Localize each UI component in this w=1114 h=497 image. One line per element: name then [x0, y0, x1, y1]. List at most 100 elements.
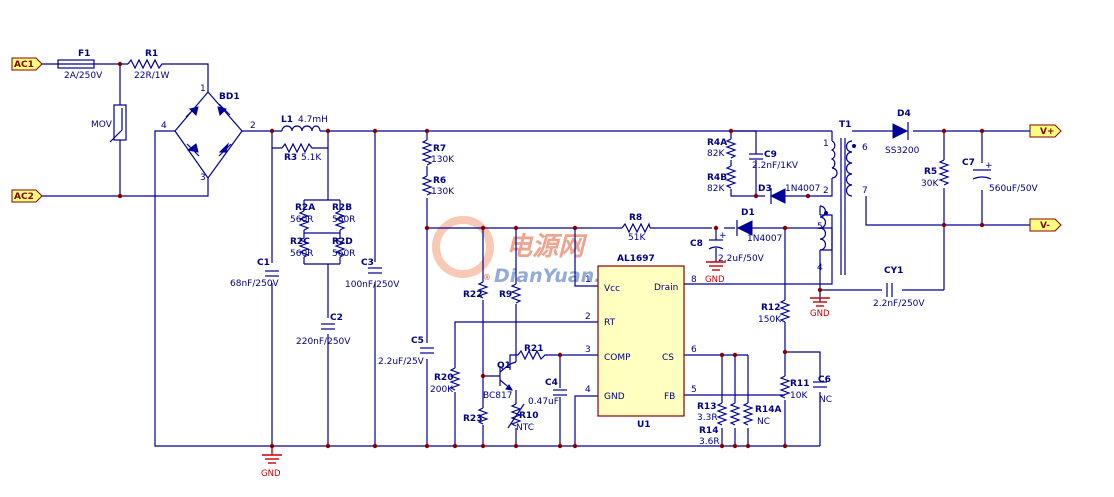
- wire-secondary-neg: [865, 196, 1030, 226]
- svg-text:NC: NC: [819, 395, 832, 405]
- ic-u1: AL1697 U1 Vcc Drain RT COMP CS GND FB 1 …: [585, 254, 697, 430]
- svg-text:2: 2: [585, 312, 591, 322]
- svg-text:1: 1: [823, 139, 829, 149]
- resistor-r3: R3 5.1K: [281, 142, 322, 163]
- svg-text:560R: 560R: [332, 249, 355, 259]
- diode-d1: D1 1N4007: [736, 208, 782, 244]
- svg-text:+: +: [719, 231, 727, 241]
- svg-text:130K: 130K: [431, 155, 455, 165]
- ic-u1-body: [597, 265, 685, 417]
- svg-text:7: 7: [862, 186, 868, 196]
- svg-text:T1: T1: [839, 120, 851, 130]
- svg-text:5: 5: [691, 385, 697, 395]
- watermark-logo-icon: [432, 216, 494, 278]
- wire-cy1: [819, 250, 944, 291]
- svg-text:22R/1W: 22R/1W: [134, 71, 169, 81]
- svg-text:2: 2: [250, 121, 256, 131]
- svg-text:150K: 150K: [758, 315, 782, 325]
- ground-c8-icon: GND: [705, 261, 726, 285]
- svg-text:C5: C5: [411, 336, 424, 346]
- svg-text:82K: 82K: [707, 149, 725, 159]
- svg-text:R2A: R2A: [295, 203, 315, 213]
- svg-text:R2B: R2B: [332, 203, 352, 213]
- svg-text:2.2uF/50V: 2.2uF/50V: [718, 254, 765, 264]
- svg-text:R20: R20: [434, 373, 453, 383]
- svg-text:Q1: Q1: [497, 361, 511, 371]
- capacitor-cy1: CY1 2.2nF/250V: [873, 266, 925, 309]
- svg-text:MOV: MOV: [91, 120, 113, 130]
- resistor-r4a: R4A 82K: [707, 138, 737, 159]
- resistor-r21: R21: [517, 344, 547, 361]
- svg-text:BC817: BC817: [483, 391, 512, 401]
- wire-drain: [684, 228, 833, 285]
- svg-text:D1: D1: [741, 208, 755, 218]
- capacitor-c9: C9 2.2nF/1KV: [749, 150, 799, 171]
- svg-text:1: 1: [585, 275, 591, 285]
- transistor-q1: Q1 BC817: [483, 361, 517, 401]
- svg-text:V+: V+: [1040, 127, 1055, 137]
- junctions: [117, 61, 985, 449]
- fuse-f1: F1 2A/250V: [57, 49, 103, 81]
- svg-text:0.47uF: 0.47uF: [528, 397, 559, 407]
- resistor-r23: R23: [463, 407, 489, 425]
- resistor-r20: R20 200K: [430, 367, 461, 395]
- svg-text:R11: R11: [790, 379, 809, 389]
- svg-text:U1: U1: [637, 420, 651, 430]
- capacitor-c7: + C7 560uF/50V: [962, 158, 1039, 194]
- resistor-r2c: R2C 560R: [290, 237, 313, 259]
- svg-text:1N4007: 1N4007: [785, 184, 820, 194]
- svg-text:BD1: BD1: [219, 92, 240, 102]
- wire-r2-c2: [303, 148, 341, 446]
- port-vpos: V+: [1029, 124, 1062, 138]
- svg-text:Drain: Drain: [654, 283, 678, 293]
- svg-text:560R: 560R: [332, 215, 355, 225]
- svg-text:F1: F1: [78, 49, 90, 59]
- resistor-r14: R14 3.6R: [699, 402, 741, 447]
- svg-text:1: 1: [200, 84, 206, 94]
- svg-text:V-: V-: [1040, 221, 1050, 231]
- wire-gnd-pin4: [574, 395, 598, 446]
- svg-text:130K: 130K: [431, 187, 455, 197]
- resistor-r10: R10 NTC: [507, 403, 538, 433]
- svg-text:R6: R6: [433, 176, 446, 186]
- svg-text:R7: R7: [433, 144, 446, 154]
- resistor-r5: R5 30K: [921, 159, 950, 189]
- svg-text:RT: RT: [604, 318, 616, 328]
- resistor-r14a: R14A NC: [742, 402, 781, 427]
- svg-text:30K: 30K: [921, 179, 939, 189]
- svg-text:200K: 200K: [430, 385, 454, 395]
- svg-text:R14: R14: [699, 426, 718, 436]
- resistor-r4b: R4B 82K: [707, 165, 737, 194]
- svg-text:NC: NC: [757, 417, 770, 427]
- wire-fb: [684, 351, 821, 446]
- ground-main-icon: GND: [261, 446, 282, 479]
- wire-r4-d3: [730, 131, 808, 197]
- resistor-r9: R9: [499, 283, 522, 304]
- svg-text:5.1K: 5.1K: [301, 153, 322, 163]
- wire-cs: [684, 354, 749, 446]
- svg-text:CS: CS: [662, 353, 674, 363]
- resistor-r11: R11 10K: [779, 375, 809, 401]
- svg-text:R4A: R4A: [707, 138, 727, 148]
- capacitor-c5: C5 2.2uF/25V: [378, 336, 434, 367]
- watermark-registered: ®: [483, 273, 491, 282]
- svg-text:3.6R: 3.6R: [699, 437, 720, 447]
- svg-text:4.7mH: 4.7mH: [298, 115, 328, 125]
- svg-text:AL1697: AL1697: [617, 254, 655, 264]
- svg-text:100nF/250V: 100nF/250V: [345, 280, 400, 290]
- svg-text:8: 8: [691, 275, 697, 285]
- svg-text:GND: GND: [604, 392, 625, 402]
- svg-text:GND: GND: [810, 309, 830, 319]
- capacitor-c1: C1 68nF/250V: [230, 258, 280, 289]
- port-ac2: AC2: [11, 189, 43, 203]
- svg-text:68nF/250V: 68nF/250V: [230, 279, 280, 289]
- svg-text:C4: C4: [545, 378, 558, 388]
- varistor-mov: MOV: [91, 104, 127, 143]
- svg-text:2A/250V: 2A/250V: [64, 71, 103, 81]
- svg-text:R12: R12: [761, 303, 780, 313]
- wire-c9: [731, 130, 757, 196]
- ground-aux-icon: GND: [810, 297, 830, 319]
- svg-text:R22: R22: [463, 290, 482, 300]
- svg-text:2.2nF/250V: 2.2nF/250V: [873, 299, 925, 309]
- svg-text:2.2nF/1KV: 2.2nF/1KV: [752, 161, 799, 171]
